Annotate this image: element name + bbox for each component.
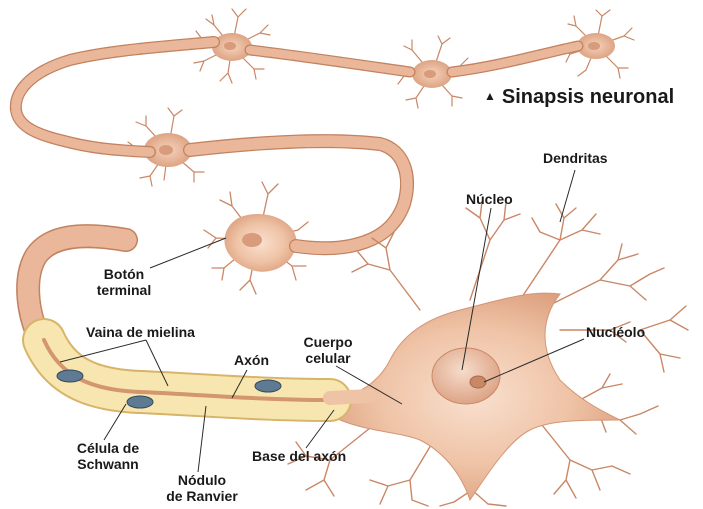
label-boton-terminal-line2: terminal <box>92 282 156 298</box>
label-celula-schwann: Célula de Schwann <box>70 440 146 472</box>
large-neuron-nucleolus <box>470 376 486 388</box>
medium-neuron <box>204 182 308 294</box>
label-cuerpo-celular-line2: celular <box>296 350 360 366</box>
label-celula-schwann-line2: Schwann <box>70 456 146 472</box>
title-text: Sinapsis neuronal <box>502 86 674 108</box>
label-nucleolo: Nucléolo <box>586 324 645 340</box>
label-cuerpo-celular-line1: Cuerpo <box>296 334 360 350</box>
label-nodulo-ranvier-line2: de Ranvier <box>160 488 244 504</box>
diagram-title: ▲ Sinapsis neuronal <box>484 86 674 109</box>
label-nodulo-ranvier-line1: Nódulo <box>160 472 244 488</box>
label-cuerpo-celular: Cuerpo celular <box>296 334 360 366</box>
label-base-axon: Base del axón <box>252 448 346 464</box>
large-neuron-nucleus <box>432 348 500 404</box>
label-vaina-mielina: Vaina de mielina <box>86 324 195 340</box>
label-axon: Axón <box>234 352 269 368</box>
schwann-nucleus-1 <box>57 370 83 382</box>
label-dendritas: Dendritas <box>543 150 608 166</box>
label-nodulo-ranvier: Nódulo de Ranvier <box>160 472 244 504</box>
label-boton-terminal: Botón terminal <box>92 266 156 298</box>
main-axon <box>28 236 370 408</box>
label-nucleo: Núcleo <box>466 191 513 207</box>
schwann-nucleus-3 <box>255 380 281 392</box>
top-axon-chain <box>16 42 578 248</box>
label-celula-schwann-line1: Célula de <box>70 440 146 456</box>
triangle-marker-icon: ▲ <box>484 89 496 103</box>
schwann-nucleus-2 <box>127 396 153 408</box>
label-boton-terminal-line1: Botón <box>92 266 156 282</box>
